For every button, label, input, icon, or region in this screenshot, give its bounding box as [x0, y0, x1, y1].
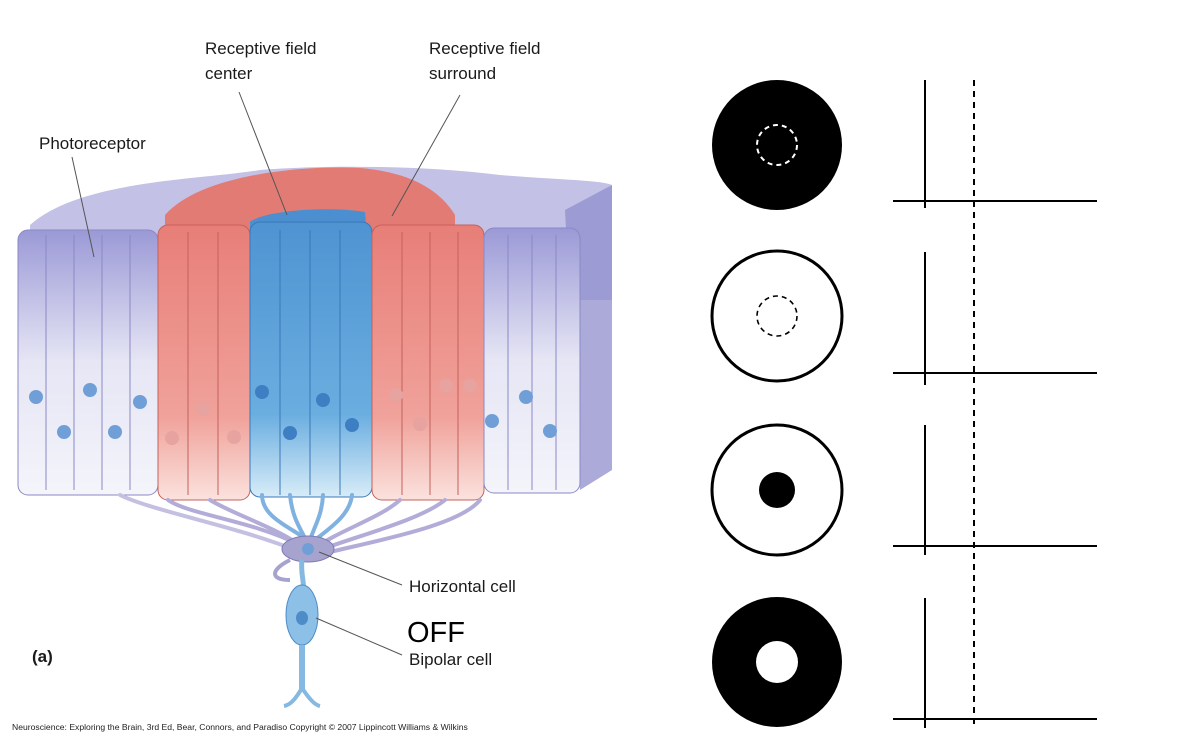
off-label: OFF [407, 617, 465, 649]
bipolar-cell [283, 559, 321, 708]
stimulus-3 [710, 423, 844, 557]
dashed-center-outline [756, 295, 798, 337]
stimulus-1 [712, 80, 842, 210]
bipolar-cell-label: Bipolar cell [409, 650, 493, 669]
horizontal-cell [273, 535, 335, 582]
dark-spot [759, 472, 795, 508]
photoreceptor-label: Photoreceptor [39, 134, 146, 153]
rf-center-label-line2: center [205, 64, 253, 83]
leader-lines [71, 91, 461, 656]
photoreceptor-columns-left [17, 229, 159, 496]
surround-columns-right [371, 224, 485, 501]
stimulus-4 [712, 597, 842, 727]
photoreceptor-columns-right [483, 227, 581, 494]
center-columns [249, 221, 373, 498]
copyright-credit: Neuroscience: Exploring the Brain, 3rd E… [12, 722, 468, 732]
light-spot [756, 641, 798, 683]
surround-columns-left [157, 224, 251, 501]
stimulus-2 [710, 249, 844, 383]
rf-center-label-line1: Receptive field [205, 39, 317, 58]
panel-label: (a) [32, 647, 53, 666]
horizontal-cell-label: Horizontal cell [409, 577, 516, 596]
rf-surround-label-line1: Receptive field [429, 39, 541, 58]
dashed-center-outline [756, 124, 798, 166]
rf-surround-label-line2: surround [429, 64, 497, 83]
response-axes [893, 80, 1097, 728]
